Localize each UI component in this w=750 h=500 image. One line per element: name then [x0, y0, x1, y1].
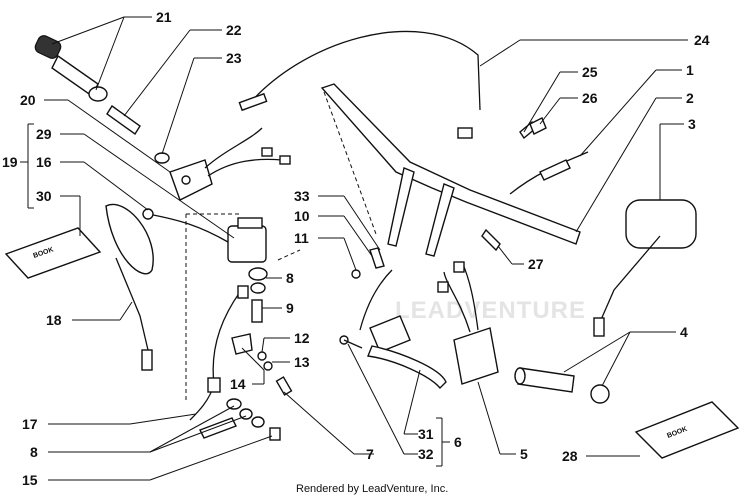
manual-book-left: BOOK	[4, 227, 102, 279]
callout-25: 25	[582, 64, 598, 80]
callout-27: 27	[528, 256, 544, 272]
nut-11	[351, 269, 361, 279]
callout-22: 22	[226, 22, 242, 38]
right-switch-housing	[437, 261, 499, 385]
washer-8	[248, 267, 268, 281]
connector-a	[261, 147, 273, 157]
callout-33: 33	[294, 188, 310, 204]
nut-13	[263, 361, 273, 371]
callout-8-lower: 8	[30, 444, 38, 460]
switch-wire-1	[204, 127, 263, 169]
throttle-cable	[243, 30, 481, 111]
callout-3: 3	[688, 116, 696, 132]
throttle-cable-adjuster	[457, 127, 473, 139]
watermark-text: LEADVENTURE	[395, 297, 586, 324]
callout-4: 4	[680, 324, 688, 340]
left-mirror	[105, 203, 154, 371]
washer-lower-3	[251, 416, 265, 428]
switch-wire-2	[207, 158, 283, 177]
callout-5: 5	[520, 446, 528, 462]
right-grip	[514, 367, 610, 404]
callout-32: 32	[418, 446, 434, 462]
guide-dash-4	[277, 249, 301, 261]
leader-lines	[20, 16, 688, 481]
callout-23: 23	[226, 50, 242, 66]
callout-20: 20	[20, 92, 36, 108]
handlebar	[320, 83, 581, 245]
right-lever-assembly	[339, 315, 447, 390]
callout-28: 28	[562, 448, 578, 464]
callout-labels: 21 22 23 20 29 16 19 30 18 17 8 15 33 10…	[2, 9, 710, 488]
left-grip	[34, 35, 108, 102]
spring-clip	[154, 152, 170, 164]
bolt-9	[251, 299, 263, 323]
callout-13: 13	[294, 354, 310, 370]
callout-18: 18	[46, 312, 62, 328]
callout-6: 6	[454, 434, 462, 450]
bar-end-weight	[106, 104, 141, 136]
screw-26	[529, 117, 547, 135]
callout-2: 2	[686, 90, 694, 106]
callout-10: 10	[294, 208, 310, 224]
callout-7: 7	[366, 446, 374, 462]
left-switch-housing	[169, 159, 213, 201]
banjo-fitting	[199, 417, 237, 439]
callout-29: 29	[36, 126, 52, 142]
bolt-15	[269, 427, 281, 441]
nut-12	[257, 351, 267, 361]
washer-lower-2	[239, 408, 253, 420]
callout-24: 24	[694, 32, 710, 48]
clamp-14	[231, 333, 253, 355]
callout-31: 31	[418, 426, 434, 442]
callout-8-upper: 8	[286, 270, 294, 286]
plug-27	[481, 228, 501, 252]
callout-26: 26	[582, 90, 598, 106]
clutch-cable-adjuster	[539, 159, 571, 181]
guide-dash-3	[323, 91, 377, 235]
callout-21: 21	[156, 9, 172, 25]
hose-fitting-top	[237, 285, 249, 299]
cable-33	[359, 269, 393, 331]
manual-book-right: BOOK	[634, 401, 740, 459]
callout-30: 30	[36, 188, 52, 204]
lever-switch	[142, 208, 267, 263]
callout-11: 11	[294, 230, 309, 246]
callout-9: 9	[286, 300, 294, 316]
throttle-cable-end	[238, 92, 268, 112]
callout-14: 14	[230, 376, 246, 392]
callout-1: 1	[686, 62, 694, 78]
callout-16: 16	[36, 154, 52, 170]
handlebar-riser-right	[425, 183, 455, 257]
cable-piece-10	[369, 247, 385, 269]
callout-12: 12	[294, 330, 310, 346]
handlebar-riser-left	[387, 167, 415, 247]
credit-text: Rendered by LeadVenture, Inc.	[296, 483, 448, 495]
hose-fitting-bottom	[207, 377, 221, 393]
right-mirror	[593, 199, 697, 337]
callout-17: 17	[22, 416, 38, 432]
washer-lower-1	[226, 398, 242, 410]
parts-drawing: BOOK BOOK	[4, 30, 740, 459]
callout-15: 15	[22, 472, 38, 488]
connector-b	[279, 155, 291, 165]
washer-8b	[250, 282, 266, 294]
bolt-7	[275, 376, 293, 396]
callout-19: 19	[2, 154, 18, 170]
